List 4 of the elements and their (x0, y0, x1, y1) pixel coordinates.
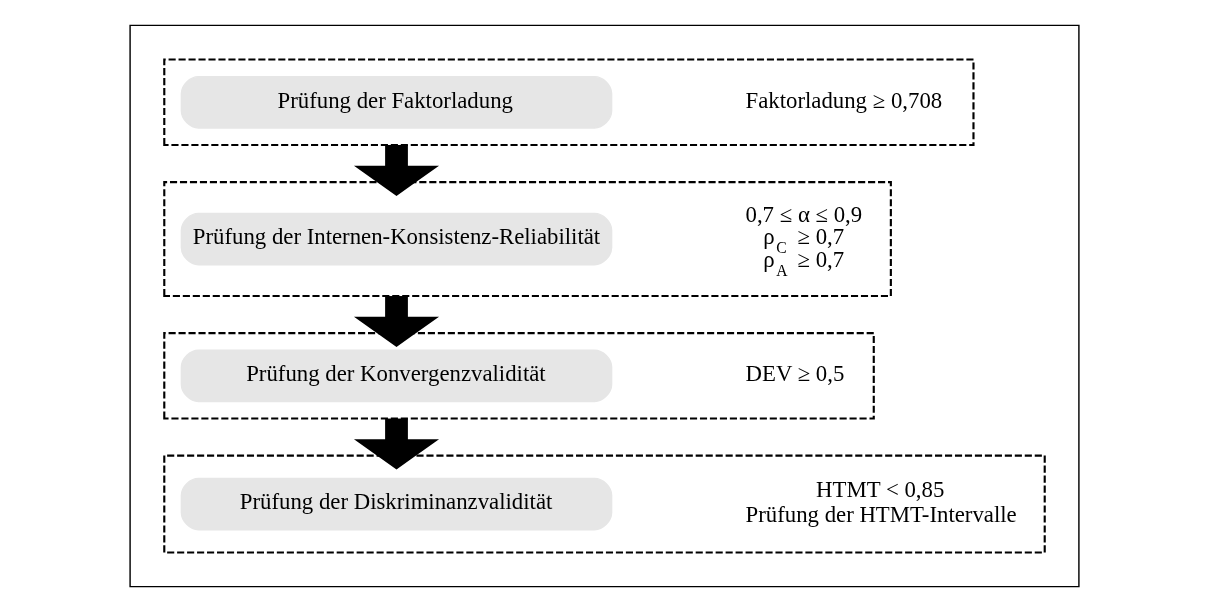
node-text: 0,7 ≤ α ≤ 0,9 ρ$_{C}$ ≥ 0,7 ρ$_{A}$ ≥ 0,7 (745, 201, 863, 279)
node-text: HTMT < 0,85 Prüfung der HTMT-Intervalle (745, 476, 1017, 528)
node-text: Faktorladung ≥ 0,708 (745, 87, 943, 113)
node-text: DEV ≥ 0,5 (745, 361, 845, 387)
